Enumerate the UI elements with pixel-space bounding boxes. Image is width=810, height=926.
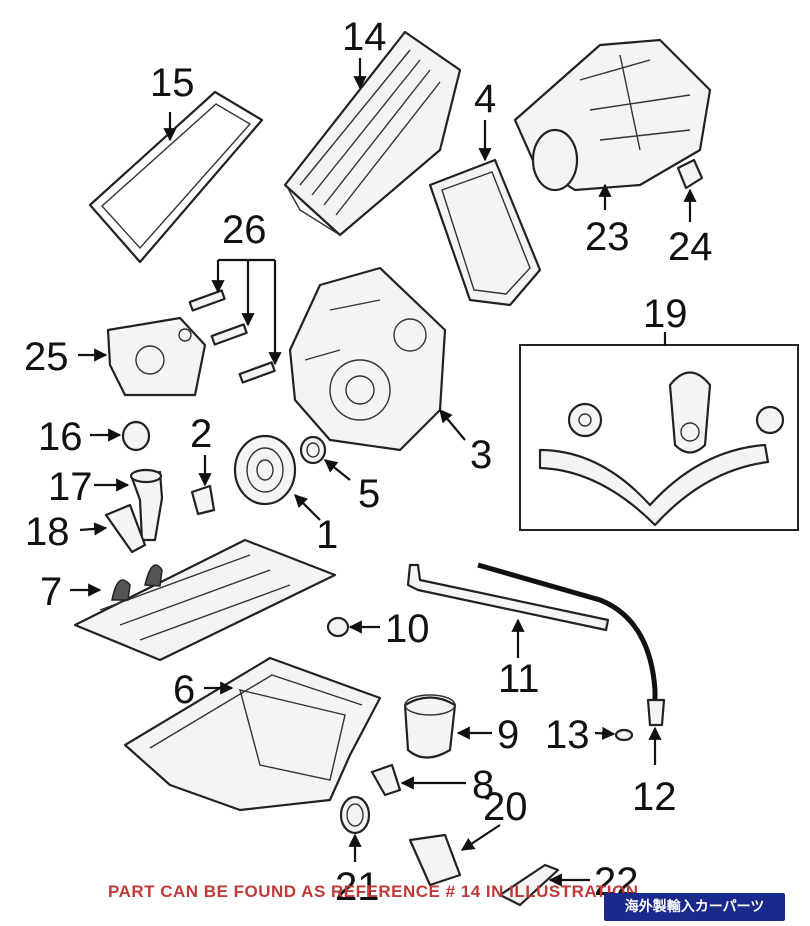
callout-26: 26 bbox=[222, 208, 267, 252]
part-26-bolts bbox=[188, 289, 276, 384]
part-11-dipstick bbox=[406, 563, 610, 632]
footer-note: PART CAN BE FOUND AS REFERENCE # 14 IN I… bbox=[108, 882, 639, 901]
part-8-sensor bbox=[370, 763, 402, 797]
callout-19: 19 bbox=[643, 292, 688, 336]
callout-labels: 15 14 4 23 24 26 25 19 16 2 17 18 5 1 3 … bbox=[24, 15, 713, 909]
part-9-oil-filter bbox=[403, 694, 457, 759]
callout-17: 17 bbox=[48, 465, 93, 509]
part-18-bracket bbox=[104, 503, 147, 554]
part-12-dipstick-tube bbox=[477, 562, 666, 727]
callout-6: 6 bbox=[173, 668, 195, 712]
part-25-oil-pump bbox=[106, 316, 207, 397]
part-24-sensor bbox=[676, 158, 704, 190]
callout-12: 12 bbox=[632, 775, 677, 819]
callout-14: 14 bbox=[342, 15, 387, 59]
part-14-valve-cover bbox=[283, 30, 462, 237]
callout-25: 25 bbox=[24, 335, 69, 379]
part-4-gasket bbox=[428, 158, 542, 307]
callout-3: 3 bbox=[470, 433, 492, 477]
callout-18: 18 bbox=[25, 510, 70, 554]
callout-20: 20 bbox=[483, 785, 528, 829]
callout-16: 16 bbox=[38, 415, 83, 459]
part-1-crank-pulley bbox=[233, 434, 297, 506]
callout-4: 4 bbox=[474, 77, 496, 121]
part-22-pickup-tube bbox=[498, 863, 560, 907]
callout-24: 24 bbox=[668, 225, 713, 269]
callout-8: 8 bbox=[472, 763, 494, 807]
callout-2: 2 bbox=[190, 412, 212, 456]
callout-5: 5 bbox=[358, 472, 380, 516]
part-13-o-ring bbox=[614, 728, 634, 742]
part-16-filler-cap bbox=[121, 420, 151, 452]
import-parts-badge: 海外製輸入カーパーツ bbox=[604, 893, 785, 921]
part-17-filler-tube bbox=[129, 468, 164, 542]
part-23-intake-manifold bbox=[513, 38, 712, 192]
callout-9: 9 bbox=[497, 713, 519, 757]
part-7-windage-tray bbox=[73, 538, 337, 662]
part-10-drain-plug bbox=[326, 616, 350, 638]
leader-lines bbox=[70, 58, 697, 887]
callout-7: 7 bbox=[40, 570, 62, 614]
callout-1: 1 bbox=[316, 513, 338, 557]
callout-15: 15 bbox=[150, 61, 195, 105]
part-19-timing-chain-kit bbox=[519, 344, 799, 531]
part-3-timing-cover bbox=[288, 266, 447, 452]
callout-11: 11 bbox=[498, 657, 540, 701]
part-2-bolt bbox=[190, 484, 216, 516]
part-6-oil-pan bbox=[123, 656, 382, 812]
callout-21: 21 bbox=[335, 865, 380, 909]
callout-23: 23 bbox=[585, 215, 630, 259]
part-20-filter-housing bbox=[408, 833, 462, 887]
callout-13: 13 bbox=[545, 713, 590, 757]
callout-10: 10 bbox=[385, 607, 430, 651]
part-5-seal bbox=[299, 435, 327, 465]
part-21-gasket bbox=[339, 795, 371, 835]
